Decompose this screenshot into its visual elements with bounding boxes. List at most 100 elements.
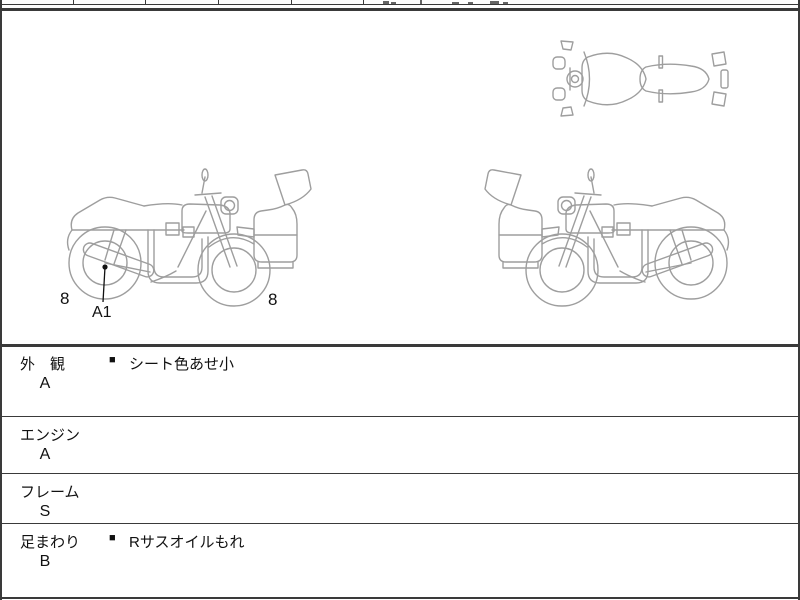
rear-signal <box>711 51 727 67</box>
muffler <box>641 242 714 278</box>
rear-wheel <box>68 226 142 300</box>
row-label: 足まわり <box>20 534 81 551</box>
motorcycle-right-side-view <box>484 168 730 307</box>
row-divider <box>0 473 800 475</box>
engine-block <box>182 226 195 238</box>
fuel-tank <box>565 203 615 234</box>
clipped-text-fragment <box>391 2 396 4</box>
grade-row-frame: フレーム S <box>2 475 798 523</box>
right-border <box>798 0 800 600</box>
rear-wheel <box>654 226 728 300</box>
row-divider <box>0 523 800 525</box>
grade-value: S <box>39 503 51 520</box>
tail-cowl <box>651 196 726 231</box>
seat-top <box>639 63 710 95</box>
rear-signal <box>711 91 727 107</box>
handlebar <box>574 176 602 196</box>
windscreen <box>484 169 522 206</box>
clipped-text-fragment <box>503 2 508 4</box>
grade-value: B <box>39 553 51 570</box>
grade-row-undercarriage: 足まわり B ■ Rサスオイルもれ <box>2 525 798 597</box>
down-tube <box>589 210 619 268</box>
engine-block <box>165 222 180 236</box>
clipped-text-fragment <box>420 0 422 5</box>
mirror-bottom <box>560 106 574 117</box>
column-divider <box>218 0 220 5</box>
right-tire-grade-label: 8 <box>268 290 278 309</box>
grade-value: A <box>39 375 51 392</box>
grade-table-top-border <box>0 344 800 347</box>
windscreen <box>274 169 312 206</box>
mirror <box>587 168 595 182</box>
clipped-text-fragment <box>490 1 499 4</box>
note-bullet-icon: ■ <box>109 354 116 366</box>
left-tire-grade-label: 8 <box>60 289 70 308</box>
mirror-top <box>560 40 574 51</box>
row-divider <box>0 416 800 418</box>
rear-fender <box>66 229 73 251</box>
fairing-lip <box>502 261 539 269</box>
row-note: Rサスオイルもれ <box>129 534 245 551</box>
column-divider <box>363 0 365 5</box>
footpeg <box>658 89 664 103</box>
rear-axle <box>720 69 729 89</box>
grade-value: A <box>39 446 51 463</box>
row-label: フレーム <box>20 484 80 501</box>
defect-marker-a1: A1 <box>92 304 112 321</box>
fairing-lip <box>257 261 294 269</box>
row-label: エンジン <box>20 427 81 444</box>
handlebar-grip <box>552 56 566 70</box>
frame-cradle-outer <box>147 229 209 284</box>
muffler <box>82 242 155 278</box>
note-bullet-icon: ■ <box>109 532 116 544</box>
handlebar <box>194 176 222 196</box>
headstock <box>566 70 584 88</box>
tail-cowl <box>70 196 145 231</box>
motorcycle-left-side-view <box>66 168 312 307</box>
motorcycle-top-view <box>552 40 729 117</box>
row-label: 外 観 <box>20 356 66 373</box>
frame-cradle-outer <box>587 229 649 284</box>
engine-block <box>601 226 614 238</box>
column-divider <box>73 0 75 5</box>
table-bottom-border <box>0 597 800 599</box>
front-fender <box>541 237 588 248</box>
exhaust-pipe <box>150 270 177 283</box>
grade-row-engine: エンジン A <box>2 418 798 473</box>
fuel-tank <box>181 203 231 234</box>
left-border <box>0 0 2 600</box>
fuel-tank-top <box>581 52 647 106</box>
frame-cradle-inner <box>593 229 643 278</box>
header-row-bottom-border <box>0 4 800 6</box>
diagram-box-top-border <box>0 8 800 12</box>
front-fork <box>204 195 238 268</box>
column-divider <box>291 0 293 5</box>
column-divider <box>145 0 147 5</box>
headlight <box>220 196 239 215</box>
front-fairing <box>498 203 543 263</box>
fender-stay <box>236 226 255 238</box>
seat <box>613 203 653 207</box>
windscreen-arc <box>583 51 591 107</box>
row-note: シート色あせ小 <box>129 356 235 373</box>
exhaust-pipe <box>619 270 646 283</box>
headlight <box>557 196 576 215</box>
seat <box>143 203 183 207</box>
mirror <box>201 168 209 182</box>
rear-fender <box>723 229 730 251</box>
clipped-text-fragment <box>383 1 389 4</box>
clipped-text-fragment <box>468 2 473 4</box>
front-wheel <box>525 233 599 307</box>
grade-row-exterior: 外 観 A ■ シート色あせ小 <box>2 347 798 416</box>
down-tube <box>177 210 207 268</box>
engine-block <box>616 222 631 236</box>
front-fork <box>558 195 592 268</box>
fender-stay <box>541 226 560 238</box>
frame-cradle-inner <box>153 229 203 278</box>
defect-leader-line <box>102 264 108 303</box>
footpeg <box>658 55 664 69</box>
front-fender <box>208 237 255 248</box>
front-wheel <box>197 233 271 307</box>
clipped-text-fragment <box>452 2 459 4</box>
front-fairing <box>253 203 298 263</box>
